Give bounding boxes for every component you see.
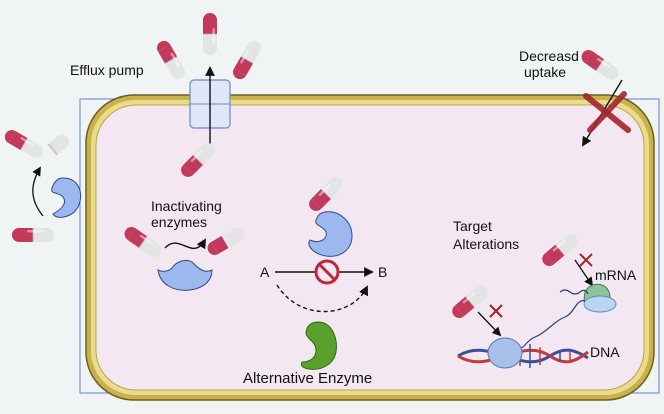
inactivation-arrow — [164, 238, 206, 250]
pathway-start-label: A — [260, 264, 270, 280]
dna-label: DNA — [590, 344, 620, 360]
ribosome-icon — [583, 283, 617, 313]
capsule-icon — [229, 37, 265, 83]
enzyme-icon — [157, 259, 213, 291]
capsule-icon — [1, 126, 47, 162]
capsule-icon — [202, 12, 218, 56]
block-x-icon — [579, 253, 593, 267]
capsule-broken-icon — [47, 134, 69, 156]
target-alterations-label-line2: Alterations — [453, 236, 520, 252]
dna-icon — [457, 344, 589, 368]
capsule-icon — [153, 37, 189, 83]
alternative-enzyme-label: Alternative Enzyme — [243, 370, 373, 387]
inactivating-enzymes-label-line2: enzymes — [151, 214, 208, 230]
capsule-icon — [578, 46, 622, 84]
enzyme-icon — [308, 211, 353, 257]
decreased-uptake-label-line1: Decreasd — [519, 48, 579, 64]
efflux-pump-label: Efflux pump — [70, 62, 144, 78]
target-alterations-label-line1: Target — [453, 218, 492, 234]
capsule-split-icon — [207, 228, 245, 255]
capsule-icon — [11, 227, 55, 243]
block-x-icon — [489, 304, 503, 318]
bacterial-cell — [85, 94, 655, 401]
degradation-arrow — [32, 166, 44, 217]
mrna-arrow — [574, 259, 594, 287]
decreased-uptake-label-line2: uptake — [524, 64, 567, 80]
mrna-label: mRNA — [595, 267, 637, 283]
inactivating-enzymes-label-line1: Inactivating — [151, 198, 222, 214]
mrna-strand — [559, 289, 589, 295]
pathway-end-label: B — [378, 264, 388, 280]
cytoplasm — [95, 104, 645, 391]
bypass-arrow — [276, 284, 368, 313]
prohibited-icon — [314, 259, 340, 285]
block-x-icon — [583, 91, 631, 133]
alternative-enzyme-icon — [300, 321, 337, 370]
ribosome-icon — [487, 337, 523, 369]
dna-arrow — [477, 311, 502, 337]
extracellular-enzyme — [51, 177, 82, 218]
